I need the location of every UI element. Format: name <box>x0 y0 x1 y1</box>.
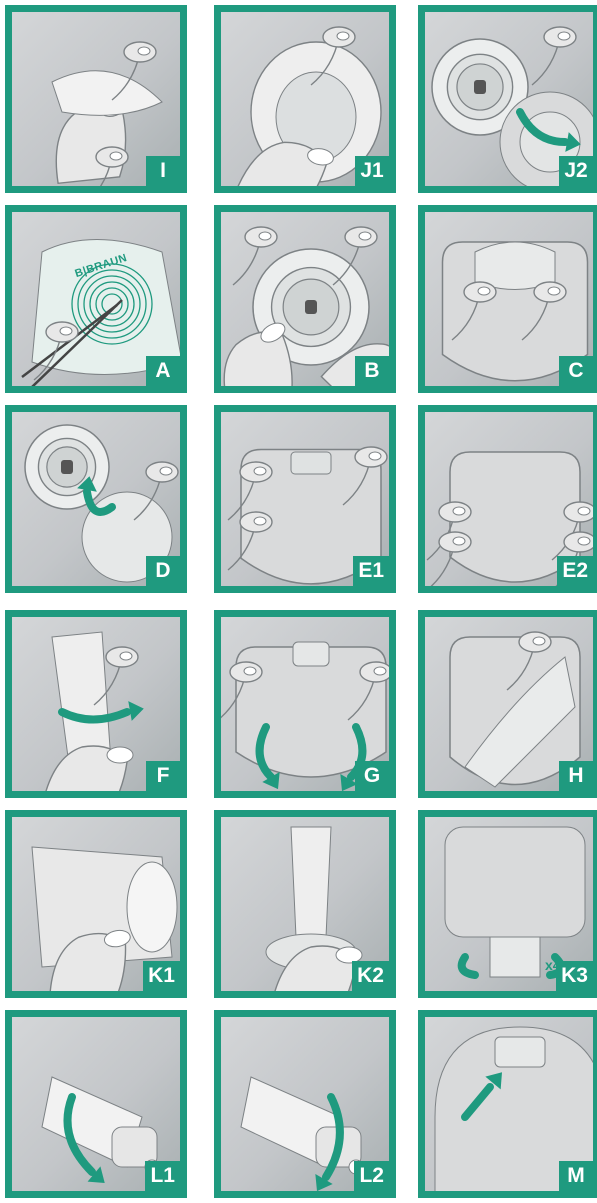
step-panel-l2: L2 <box>214 1010 396 1198</box>
step-panel-k1: K1 <box>5 810 187 998</box>
step-panel-e2: E2 <box>418 405 597 593</box>
step-label: J2 <box>559 156 593 186</box>
step-label: K2 <box>352 961 389 991</box>
step-panel-j2: J2 <box>418 5 597 193</box>
step-label: E1 <box>353 556 389 586</box>
step-label: B <box>355 356 389 386</box>
step-label: J1 <box>355 156 389 186</box>
step-label: A <box>146 356 180 386</box>
step-panel-e1: E1 <box>214 405 396 593</box>
step-panel-k2: K2 <box>214 810 396 998</box>
step-panel-f: F <box>5 610 187 798</box>
step-panel-j1: J1 <box>214 5 396 193</box>
step-panel-i: I <box>5 5 187 193</box>
step-panel-m: M <box>418 1010 597 1198</box>
step-label: K3 <box>556 961 593 991</box>
step-panel-c: C <box>418 205 597 393</box>
step-label: D <box>146 556 180 586</box>
step-label: L2 <box>354 1161 389 1191</box>
step-label: E2 <box>557 556 593 586</box>
step-panel-d: D <box>5 405 187 593</box>
step-label: F <box>146 761 180 791</box>
step-panel-h: H <box>418 610 597 798</box>
step-label: G <box>355 761 389 791</box>
step-label: I <box>146 156 180 186</box>
step-panel-g: G <box>214 610 396 798</box>
step-label: K1 <box>143 961 180 991</box>
step-label: L1 <box>145 1161 180 1191</box>
step-label: C <box>559 356 593 386</box>
step-label: M <box>559 1161 593 1191</box>
step-label: H <box>559 761 593 791</box>
step-panel-b: B <box>214 205 396 393</box>
step-panel-l1: L1 <box>5 1010 187 1198</box>
